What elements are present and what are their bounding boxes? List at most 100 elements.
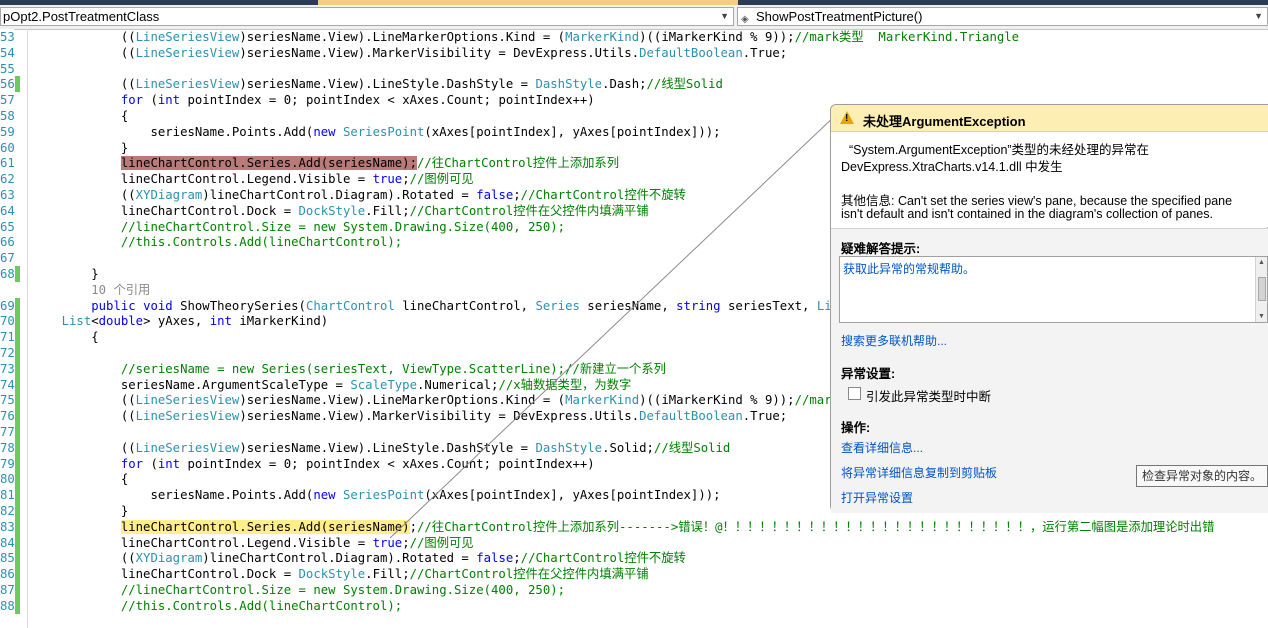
code-text[interactable]: lineChartControl.Legend.Visible = true;/…: [32, 535, 474, 551]
code-token: //this.Controls.Add(lineChartControl);: [120, 235, 403, 250]
code-text[interactable]: ((LineSeriesView)seriesName.View).Marker…: [32, 45, 787, 61]
code-token: .True;: [742, 45, 788, 60]
change-marker: [15, 455, 20, 472]
code-token: LineSeriesView: [135, 440, 240, 455]
code-token: LineSeriesView: [135, 45, 240, 60]
code-text[interactable]: ((LineSeriesView)seriesName.View).LineSt…: [32, 76, 723, 92]
code-token: DefaultBoolean: [639, 45, 743, 60]
change-marker: [15, 518, 20, 535]
line-number: 77: [0, 425, 15, 439]
member-dropdown[interactable]: ◈ ShowPostTreatmentPicture() ▼: [737, 7, 1268, 26]
code-token: false: [476, 188, 514, 202]
code-text[interactable]: ((LineSeriesView)seriesName.View).LineSt…: [32, 440, 731, 456]
warning-icon: [840, 111, 854, 124]
change-marker: [15, 360, 20, 377]
code-token: for: [120, 456, 144, 471]
code-text[interactable]: ((XYDiagram)lineChartControl.Diagram).Ro…: [32, 187, 686, 203]
code-token: )lineChartControl.Diagram).Rotated =: [202, 188, 477, 202]
code-token: [136, 299, 143, 313]
code-text[interactable]: lineChartControl.Dock = DockStyle.Fill;/…: [32, 566, 649, 582]
code-token: [32, 314, 62, 328]
code-token: seriesName.ArgumentScaleType =: [32, 377, 351, 392]
code-text[interactable]: }: [32, 503, 128, 519]
code-text[interactable]: ((LineSeriesView)seriesName.View).Marker…: [32, 408, 787, 424]
chevron-down-icon: ▼: [1254, 11, 1263, 21]
active-document-tab[interactable]: [318, 0, 738, 5]
scroll-down-icon[interactable]: ▼: [1258, 313, 1265, 320]
code-text[interactable]: {: [32, 108, 128, 124]
code-text[interactable]: {: [32, 329, 98, 345]
change-marker: [15, 313, 20, 330]
scroll-thumb[interactable]: [1258, 277, 1266, 301]
code-token: false: [476, 551, 514, 566]
code-text[interactable]: seriesName.Points.Add(new SeriesPoint(xA…: [32, 124, 720, 140]
code-token: {: [32, 472, 129, 487]
code-token: //ChartControl控件在父控件内填满平铺: [409, 567, 649, 582]
code-text[interactable]: //lineChartControl.Size = new System.Dra…: [32, 582, 565, 598]
code-token: ((: [32, 409, 136, 424]
line-number: 59: [0, 124, 15, 139]
break-on-exception-checkbox[interactable]: [848, 387, 861, 400]
code-text[interactable]: seriesName.Points.Add(new SeriesPoint(xA…: [32, 487, 720, 503]
code-text[interactable]: {: [32, 471, 128, 487]
code-text[interactable]: lineChartControl.Dock = DockStyle.Fill;/…: [32, 203, 649, 219]
code-text[interactable]: //seriesName = new Series(seriesText, Vi…: [32, 361, 666, 377]
type-dropdown[interactable]: pOpt2.PostTreatmentClass ▼: [0, 7, 734, 26]
code-token: int: [157, 456, 181, 471]
change-marker: [15, 424, 20, 440]
code-text[interactable]: lineChartControl.Series.Add(seriesName);…: [32, 155, 619, 171]
code-token: for: [120, 93, 144, 108]
view-details-link[interactable]: 查看详细信息...: [841, 441, 924, 455]
troubleshooting-heading: 疑难解答提示:: [841, 242, 921, 256]
code-text[interactable]: ((XYDiagram)lineChartControl.Diagram).Ro…: [32, 550, 686, 566]
line-number-gutter: [0, 29, 14, 628]
scroll-up-icon[interactable]: ▲: [1258, 259, 1265, 266]
code-token: public: [91, 298, 136, 313]
general-help-link[interactable]: 获取此异常的常规帮助。: [843, 262, 976, 276]
code-token: int: [157, 93, 181, 108]
code-text[interactable]: List<double> yAxes, int iMarkerKind): [32, 313, 329, 329]
dialog-title: 未处理ArgumentException: [863, 114, 1026, 129]
code-token: SeriesPoint: [342, 124, 425, 139]
code-text[interactable]: for (int pointIndex = 0; pointIndex < xA…: [32, 92, 595, 108]
line-number: 75: [0, 393, 15, 408]
code-token: //线型Solid: [653, 440, 731, 455]
code-text[interactable]: }: [32, 140, 128, 156]
change-marker: [15, 487, 20, 504]
change-marker: [15, 297, 20, 314]
code-text[interactable]: //this.Controls.Add(lineChartControl);: [32, 598, 402, 614]
code-token: <: [91, 314, 99, 329]
code-token: int: [209, 314, 232, 329]
code-text[interactable]: seriesName.ArgumentScaleType = ScaleType…: [32, 377, 632, 393]
code-line: 82 }: [0, 503, 1268, 519]
copy-details-link[interactable]: 将异常详细信息复制到剪贴板: [841, 466, 998, 480]
code-text[interactable]: 10 个引用: [32, 282, 150, 298]
break-on-exception-label[interactable]: 引发此异常类型时中断: [866, 390, 992, 404]
additional-info-line2: isn't default and isn't contained in the…: [841, 207, 1213, 221]
line-number: 81: [0, 488, 15, 503]
code-text[interactable]: lineChartControl.Legend.Visible = true;/…: [32, 171, 474, 187]
code-text[interactable]: for (int pointIndex = 0; pointIndex < xA…: [32, 456, 595, 472]
troubleshooting-list[interactable]: 获取此异常的常规帮助。 ▲ ▼: [839, 256, 1268, 323]
code-text[interactable]: ((LineSeriesView)seriesName.View).LineMa…: [32, 29, 1019, 45]
code-token: //图例可见: [409, 535, 474, 550]
line-number: 88: [0, 598, 15, 613]
code-text[interactable]: ((LineSeriesView)seriesName.View).LineMa…: [32, 392, 864, 408]
code-text[interactable]: public void ShowTheorySeries(ChartContro…: [32, 298, 876, 314]
line-number: 66: [0, 235, 15, 250]
code-token: )lineChartControl.Diagram).Rotated =: [202, 551, 477, 566]
search-more-help-link[interactable]: 搜索更多联机帮助...: [841, 334, 948, 348]
code-token: //this.Controls.Add(lineChartControl);: [120, 598, 403, 613]
code-text[interactable]: //lineChartControl.Size = new System.Dra…: [32, 219, 565, 235]
code-line: 88 //this.Controls.Add(lineChartControl)…: [0, 597, 1268, 614]
code-text[interactable]: lineChartControl.Series.Add(seriesName);…: [32, 519, 1214, 535]
code-text[interactable]: //this.Controls.Add(lineChartControl);: [32, 234, 402, 250]
code-token: )seriesName.View).MarkerVisibility = Dev…: [239, 409, 640, 424]
code-token: //x轴数据类型，为数字: [498, 377, 632, 392]
dialog-title-bar: ! 未处理ArgumentException: [831, 105, 1268, 132]
code-token: .Numerical;: [417, 377, 499, 392]
code-text[interactable]: }: [32, 266, 98, 282]
code-token: }: [32, 140, 129, 155]
open-exception-settings-link[interactable]: 打开异常设置: [841, 491, 914, 505]
troubleshooting-scrollbar[interactable]: ▲ ▼: [1255, 257, 1267, 322]
